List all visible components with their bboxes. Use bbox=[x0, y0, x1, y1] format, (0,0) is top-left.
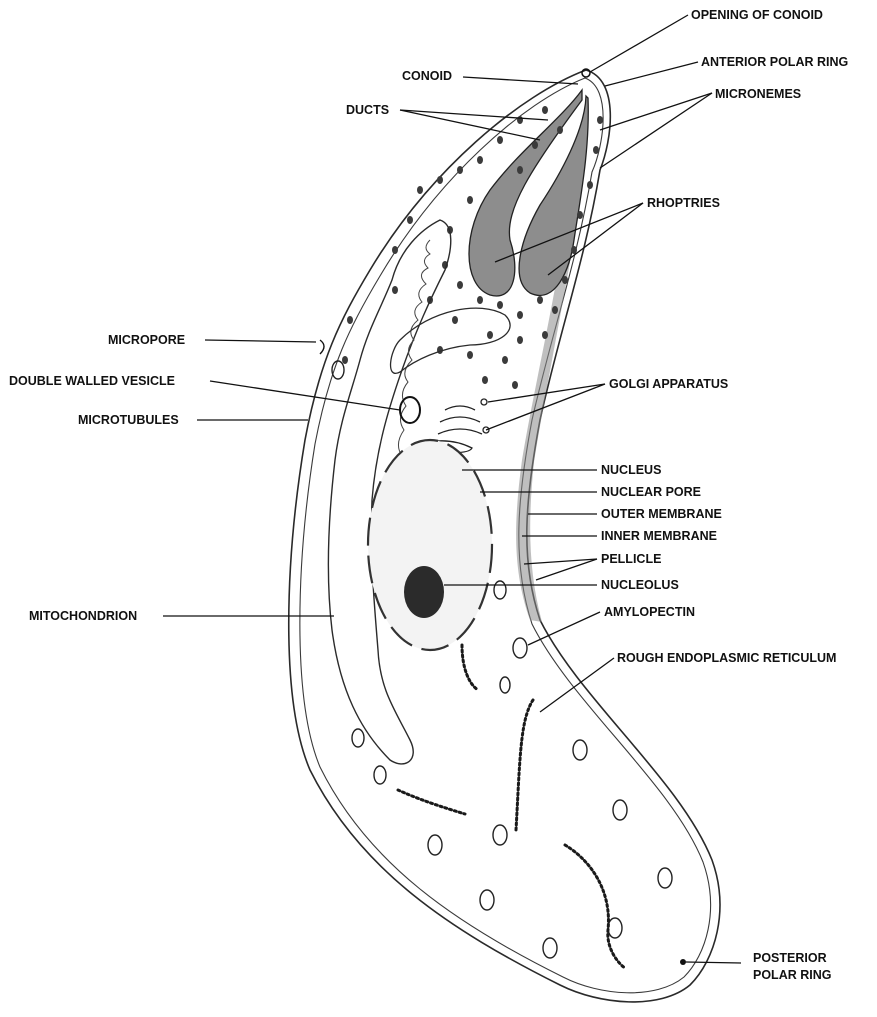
posterior-polar-ring bbox=[680, 959, 686, 965]
label-outer-membrane: OUTER MEMBRANE bbox=[601, 507, 722, 521]
label-nucleolus: NUCLEOLUS bbox=[601, 578, 679, 592]
label-posterior-polar-ring-line2: POLAR RING bbox=[753, 968, 831, 982]
label-nuclear-pore: NUCLEAR PORE bbox=[601, 485, 701, 499]
label-micronemes: MICRONEMES bbox=[715, 87, 801, 101]
label-pellicle: PELLICLE bbox=[601, 552, 661, 566]
label-opening-of-conoid: OPENING OF CONOID bbox=[691, 8, 823, 22]
label-ducts: DUCTS bbox=[346, 103, 389, 117]
label-double-walled-vesicle: DOUBLE WALLED VESICLE bbox=[9, 374, 175, 388]
nucleus bbox=[368, 440, 492, 650]
label-microtubules: MICROTUBULES bbox=[78, 413, 179, 427]
label-posterior-polar-ring-line1: POSTERIOR bbox=[753, 951, 827, 965]
pellicle-shading bbox=[516, 260, 570, 622]
micropore bbox=[320, 340, 324, 354]
label-rough-endoplasmic-reticulum: ROUGH ENDOPLASMIC RETICULUM bbox=[617, 651, 836, 665]
label-inner-membrane: INNER MEMBRANE bbox=[601, 529, 717, 543]
label-mitochondrion: MITOCHONDRION bbox=[29, 609, 137, 623]
label-nucleus: NUCLEUS bbox=[601, 463, 661, 477]
label-rhoptries: RHOPTRIES bbox=[647, 196, 720, 210]
label-amylopectin: AMYLOPECTIN bbox=[604, 605, 695, 619]
label-conoid: CONOID bbox=[402, 69, 452, 83]
nucleolus bbox=[404, 566, 444, 618]
label-golgi-apparatus: GOLGI APPARATUS bbox=[609, 377, 728, 391]
label-anterior-polar-ring: ANTERIOR POLAR RING bbox=[701, 55, 848, 69]
label-micropore: MICROPORE bbox=[108, 333, 185, 347]
